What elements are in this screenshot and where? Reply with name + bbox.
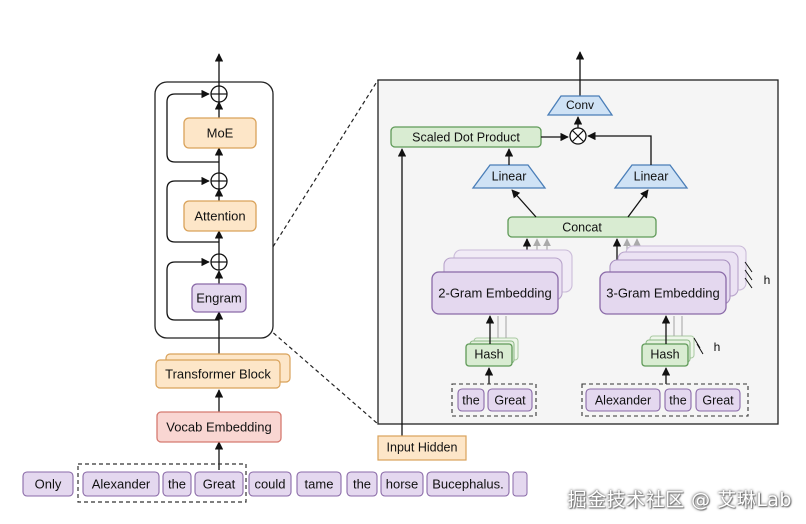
input-hidden-block: Input Hidden	[377, 435, 467, 461]
linear-left-label: Linear	[492, 169, 527, 183]
transformer-block: Transformer Block	[155, 353, 291, 389]
h-label-hash: h	[714, 340, 721, 354]
embedding-2gram-label: 2-Gram Embedding	[438, 285, 551, 300]
input-2gram-token: Great	[487, 388, 533, 412]
token-chip: tame	[296, 471, 342, 497]
concat-block: Concat	[507, 216, 657, 238]
token-chip-label: the	[168, 476, 186, 491]
conv-block: Conv	[546, 95, 614, 116]
hash-right-stack: Hash	[641, 335, 695, 367]
token-chip-partial	[512, 471, 528, 497]
input-2gram-group	[451, 383, 537, 417]
input-2gram-token: the	[457, 388, 485, 412]
token-chip: Bucephalus.	[426, 471, 510, 497]
add-circle-top	[210, 85, 228, 103]
token-chip: the	[162, 471, 192, 497]
token-chip-label: tame	[305, 476, 334, 491]
token-chip-label: the	[353, 476, 371, 491]
add-circle-bottom	[210, 253, 228, 271]
input-3gram-token-label: Great	[702, 393, 734, 407]
input-2gram-token-label: the	[462, 393, 479, 407]
token-chip-label: Only	[35, 476, 62, 491]
scaled-dot-product-block: Scaled Dot Product	[390, 126, 542, 148]
transformer-block-label: Transformer Block	[165, 366, 271, 381]
token-chip: could	[248, 471, 292, 497]
vocab-embedding-block: Vocab Embedding	[156, 411, 282, 443]
scaled-dot-product-label: Scaled Dot Product	[412, 130, 520, 144]
token-group-highlight	[77, 463, 247, 503]
linear-right-label: Linear	[634, 169, 669, 183]
multiply-circle	[569, 127, 587, 145]
input-3gram-token: Great	[695, 388, 741, 412]
attention-block: Attention	[183, 200, 257, 232]
input-3gram-token-label: Alexander	[595, 393, 651, 407]
embedding-3gram-stack: 3-Gram Embedding	[599, 245, 747, 315]
input-2gram-row: the Great	[457, 388, 533, 412]
token-chip: Alexander	[82, 471, 160, 497]
token-chip-label: horse	[386, 476, 419, 491]
token-chip: horse	[380, 471, 424, 497]
token-chip-label: could	[254, 476, 285, 491]
hash-left-label: Hash	[474, 347, 503, 361]
moe-label: MoE	[207, 125, 234, 140]
input-3gram-group	[581, 383, 749, 417]
conv-label: Conv	[566, 98, 594, 112]
vocab-embedding-label: Vocab Embedding	[166, 419, 272, 434]
token-chip-label: Alexander	[92, 476, 151, 491]
token-chip-label: Bucephalus.	[432, 476, 504, 491]
hash-right-label: Hash	[650, 347, 679, 361]
input-3gram-token-label: the	[669, 393, 686, 407]
attention-label: Attention	[194, 208, 245, 223]
token-chip: the	[346, 471, 378, 497]
embedding-3gram-label: 3-Gram Embedding	[606, 285, 719, 300]
engram-block: Engram	[191, 283, 247, 313]
zoom-line-top	[246, 79, 379, 289]
engram-label: Engram	[196, 290, 242, 305]
h-label-embedding: h	[764, 273, 771, 287]
token-chip-label: Great	[203, 476, 236, 491]
hash-left-stack: Hash	[465, 337, 519, 367]
token-chip: Great	[194, 471, 244, 497]
input-3gram-row: Alexander the Great	[585, 388, 741, 412]
input-3gram-token: Alexander	[585, 388, 661, 412]
input-3gram-token: the	[664, 388, 692, 412]
linear-left-block: Linear	[471, 164, 547, 189]
concat-label: Concat	[562, 220, 602, 234]
token-chip: Only	[22, 471, 74, 497]
input-2gram-token-label: Great	[494, 393, 526, 407]
linear-right-block: Linear	[613, 164, 689, 189]
add-circle-middle	[210, 172, 228, 190]
moe-block: MoE	[183, 117, 257, 149]
embedding-2gram-stack: 2-Gram Embedding	[431, 249, 573, 315]
watermark: 掘金技术社区 @ 艾琳Lab	[567, 489, 792, 511]
input-hidden-label: Input Hidden	[387, 440, 458, 454]
token-row: Only Alexander the Great could tame the horse Bu…	[22, 471, 528, 497]
